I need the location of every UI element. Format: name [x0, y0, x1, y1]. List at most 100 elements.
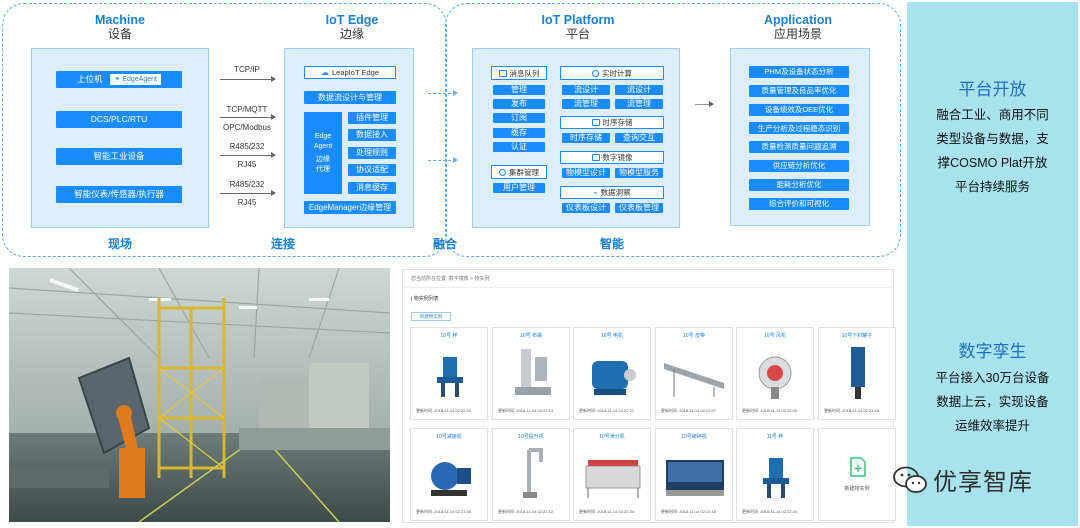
instance-update-time: 更新时间: 2018-11-14 02:22:13: [498, 408, 554, 413]
factory-photo: [9, 268, 390, 522]
edge-fn-1: 插件管理: [348, 112, 396, 124]
instance-name: 10号 皮带: [683, 333, 705, 339]
machine-image: [523, 448, 543, 498]
instance-update-time: 更新时间: 2018-11-14 02:22:12: [498, 509, 554, 514]
factory-illustration: [9, 268, 390, 522]
side-line: 运维效率提升: [954, 419, 1030, 433]
machine-footer: 现场: [107, 237, 132, 251]
edge-fn-4: 协议适配: [348, 164, 396, 176]
side-line: 撑COSMO Plat开放: [937, 156, 1048, 170]
machine-title: Machine: [94, 13, 145, 27]
agent-line-4: 代理: [316, 165, 330, 173]
instance-card[interactable]: 10号下料罐子更新时间: 2018-11-14 02:21:03: [818, 327, 896, 420]
instance-name: 10号提升机: [518, 434, 544, 440]
tsdb-item-1: 时序存储: [562, 133, 610, 143]
instance-update-time: 更新时间: 2018-11-14 02:22:09: [742, 408, 798, 413]
add-document-icon: [850, 457, 866, 477]
edge-manager: EdgeManager边缘管理: [304, 201, 396, 214]
instance-card[interactable]: 10号 皮带更新时间: 2018-11-14 02:22:07: [655, 327, 733, 420]
protocol-6: R485/232: [229, 180, 265, 189]
watermark: 优享智库: [893, 462, 1033, 497]
instance-update-time: 更新时间: 2018-11-14 02:22:03: [416, 408, 472, 413]
side-heading-twin: 数字孪生: [958, 342, 1027, 361]
application-item: 供应链分析优化: [749, 160, 849, 172]
tsdb-group: 时序存储: [560, 116, 664, 129]
instance-name: 10号筛分机: [599, 434, 625, 440]
application-item: 生产分析及过程稳态识别: [749, 122, 849, 135]
mq-label: 消息队列: [509, 68, 540, 78]
edge-footer: 连接: [270, 237, 295, 251]
upper-computer-label: 上位机: [76, 74, 103, 85]
insight-item-1: 仪表板设计: [562, 203, 610, 213]
instance-card[interactable]: 10号破碎机更新时间: 2018-11-14 02:22:16: [655, 428, 733, 521]
agent-line-3: 边缘: [316, 155, 330, 163]
machine-image: [585, 460, 641, 498]
realtime-item-4: 流管理: [615, 99, 663, 109]
instance-name: 10号 电机: [601, 333, 623, 339]
new-instance-card[interactable]: 新建物实例: [818, 428, 896, 521]
cluster-label: 集群管理: [509, 167, 539, 177]
edge-stream-design: 数据流设计与管理: [304, 91, 396, 104]
instance-card[interactable]: 11号 秤更新时间: 2018-11-14 02:22:24: [736, 428, 814, 521]
leapiot-edge-header: ☁ LeapIoT Edge: [304, 66, 396, 79]
insight-label: 数据洞察: [600, 188, 631, 197]
edge-agent-label: EdgeAgent: [122, 76, 158, 83]
agent-line-2: Agent: [313, 142, 333, 150]
link-icon: ⚭: [114, 76, 121, 83]
instance-card[interactable]: 10号减速机更新时间: 2018-11-14 02:21:40: [410, 428, 488, 521]
edge-fn-5: 消息缓存: [348, 182, 396, 194]
application-item: 设备绩效及OEE优化: [749, 103, 849, 116]
fusion-label: 融合: [432, 237, 457, 251]
instance-card[interactable]: 10号筛分机更新时间: 2018-11-14 02:22:34: [573, 428, 651, 521]
mq-item-2: 发布: [493, 99, 545, 109]
mq-item-1: 管理: [493, 85, 545, 95]
machine-subtitle: 设备: [107, 27, 132, 41]
twin-item-2: 物模型服务: [615, 168, 663, 178]
side-body-twin: 平台接入30万台设备 数据上云，实现设备 运维效率提升: [907, 366, 1078, 438]
instance-name: 10号 秤: [440, 333, 458, 339]
instance-card[interactable]: 10号 秤更新时间: 2018-11-14 02:22:03: [410, 327, 488, 420]
machine-image: [851, 347, 865, 399]
machine-edge-region: [2, 3, 447, 257]
arrow-3: [220, 152, 276, 158]
compute-icon: [592, 69, 599, 77]
instance-update-time: 更新时间: 2018-11-14 02:22:34: [579, 509, 635, 514]
machine-image: [431, 462, 471, 496]
new-instance-button[interactable]: 新建物实例: [411, 312, 451, 321]
application-item: 质量检测质量问题追溯: [749, 141, 849, 154]
storage-icon: [591, 119, 600, 126]
instance-card[interactable]: 10号 电机更新时间: 2018-11-14 02:22:21: [573, 327, 651, 420]
arrow-2: [220, 114, 276, 120]
instance-name: 10号 风机: [764, 333, 786, 339]
instance-update-time: 更新时间: 2018-11-14 02:22:24: [742, 509, 798, 514]
instance-name: 10号 布袋: [520, 333, 542, 339]
tsdb-item-2: 查询交互: [615, 133, 663, 143]
instance-card[interactable]: 10号提升机更新时间: 2018-11-14 02:22:12: [492, 428, 570, 521]
side-line: 平台持续服务: [954, 180, 1030, 194]
edge-fn-2: 数据接入: [348, 129, 396, 141]
chart-icon: ⌁: [593, 189, 598, 197]
instance-card[interactable]: 10号 布袋更新时间: 2018-11-14 02:22:13: [492, 327, 570, 420]
insight-item-2: 仪表板管理: [615, 203, 663, 213]
side-panel: 平台开放 融合工业、商用不同 类型设备与数据，支 撑COSMO Plat开放 平…: [907, 2, 1078, 526]
instance-update-time: 更新时间: 2018-11-14 02:22:16: [661, 509, 717, 514]
instance-card[interactable]: 10号 风机更新时间: 2018-11-14 02:22:09: [736, 327, 814, 420]
breadcrumb[interactable]: 您当前所在位置: 数字镜像 > 物实例: [411, 276, 490, 282]
dashed-arrow-1: [428, 90, 458, 96]
realtime-label: 实时计算: [602, 68, 632, 78]
twin-group: 数字镜像: [560, 151, 664, 164]
protocol-7: RJ45: [237, 198, 257, 207]
section-title: | 物实例列表: [411, 296, 439, 302]
edge-subtitle: 边缘: [339, 27, 364, 41]
realtime-item-3: 流管理: [562, 99, 610, 109]
twin-icon: [591, 154, 600, 161]
application-item: 能耗分析优化: [749, 178, 849, 191]
machine-item-3: 智能仪表/传感器/执行器: [56, 186, 182, 203]
realtime-item-1: 流设计: [562, 85, 610, 95]
mq-item-4: 缓存: [493, 128, 545, 138]
arrow-4: [220, 190, 276, 196]
edge-agent-block: Edge Agent 边缘 代理: [304, 112, 342, 194]
instance-name: 10号下料罐子: [841, 333, 873, 339]
application-item: 综合评价和可视化: [749, 197, 849, 210]
new-instance-label: 新建物实例: [844, 486, 870, 492]
